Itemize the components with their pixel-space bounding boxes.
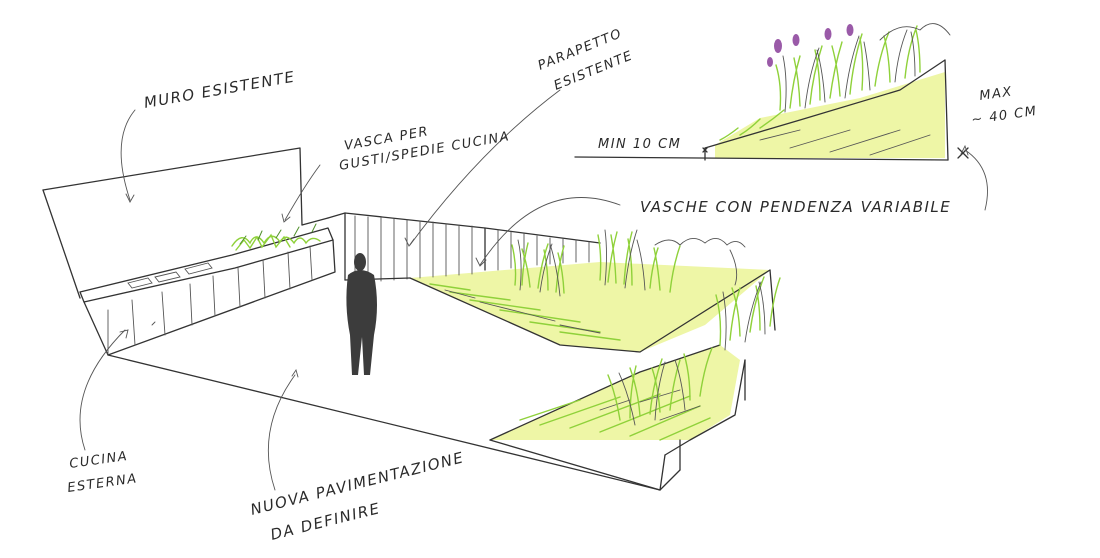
flower-buds — [767, 24, 854, 67]
leader-arrows — [79, 89, 988, 491]
herb-planter — [231, 223, 321, 251]
grasses-main — [511, 229, 781, 426]
label-cucina-line2: ESTERNA — [66, 471, 138, 496]
existing-wall — [42, 147, 329, 299]
human-figure — [346, 253, 377, 375]
terrace-floor — [107, 269, 776, 491]
label-min: MIN 10 CM — [598, 137, 681, 152]
outdoor-kitchen — [79, 227, 336, 356]
label-muro-esistente: MURO ESISTENTE — [143, 68, 297, 112]
section-detail — [574, 23, 969, 161]
label-vasche: VASCHE CON PENDENZA VARIABILE — [640, 198, 951, 216]
label-cucina: CUCINA — [68, 449, 129, 472]
bed-hatching — [429, 283, 711, 441]
label-max: MAX — [978, 84, 1013, 104]
label-max-line2: ~ 40 CM — [970, 104, 1038, 128]
